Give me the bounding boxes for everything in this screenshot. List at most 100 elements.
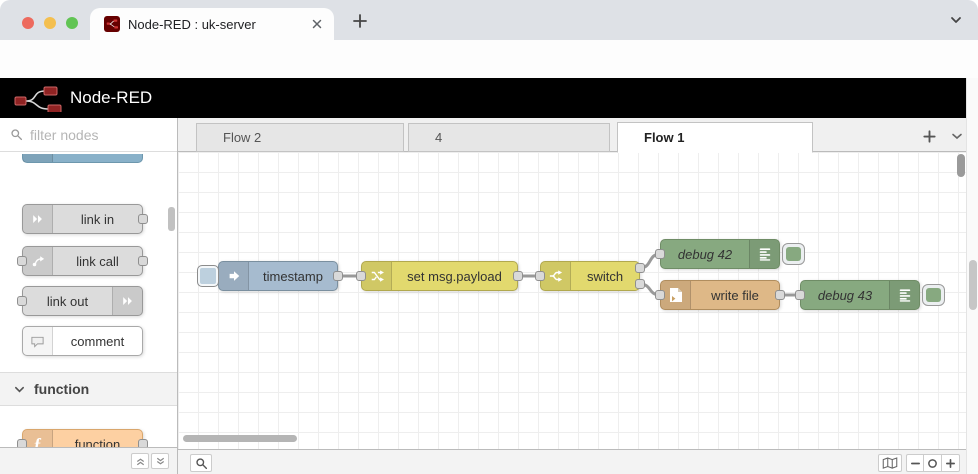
canvas-horizontal-scrollbar-thumb[interactable] — [183, 435, 297, 442]
switch-fork-icon — [541, 262, 571, 290]
canvas-vertical-scrollbar-thumb[interactable] — [957, 154, 965, 177]
tab-close-icon[interactable] — [310, 17, 324, 31]
node-label: debug 42 — [677, 246, 733, 262]
palette-link-call-output-port — [138, 256, 148, 266]
mac-zoom-button[interactable] — [66, 17, 78, 29]
palette-node-label: link in — [80, 211, 115, 227]
palette-link-call-input-port — [17, 256, 27, 266]
palette-link-in-output-port — [138, 214, 148, 224]
change-input-port[interactable] — [356, 271, 366, 281]
node-label: switch — [586, 268, 624, 284]
palette-node-list: link in link call link out — [0, 152, 177, 447]
page-scrollbar-thumb[interactable] — [969, 260, 977, 310]
node-debug-43[interactable]: debug 43 — [800, 280, 920, 310]
tab-4[interactable]: 4 — [408, 123, 610, 152]
palette-node-link-call[interactable]: link call — [22, 246, 143, 276]
flow-canvas[interactable]: timestamp set msg.payload switch debug 4… — [178, 152, 966, 449]
category-label: function — [34, 381, 90, 397]
debug-output-icon — [749, 240, 779, 268]
page-scrollbar[interactable] — [966, 78, 978, 474]
canvas-search-icon[interactable] — [190, 454, 212, 472]
navigator-map-icon[interactable] — [878, 454, 902, 472]
category-chevron-icon — [14, 384, 25, 395]
palette-search[interactable] — [0, 118, 177, 152]
flow-list-chevron-icon[interactable] — [946, 125, 968, 147]
search-icon — [10, 128, 23, 141]
link-out-icon — [112, 287, 142, 315]
debug-43-toggle-button[interactable] — [922, 284, 945, 306]
tab-flow-1[interactable]: Flow 1 — [617, 122, 813, 153]
change-shuffle-icon — [362, 262, 392, 290]
palette-footer — [0, 447, 177, 474]
switch-output-port-2[interactable] — [635, 279, 645, 289]
palette-node-link-in[interactable]: link in — [22, 204, 143, 234]
node-label: timestamp — [263, 268, 323, 284]
browser-tab-title: Node-RED : uk-server — [128, 16, 256, 32]
expand-all-icon[interactable] — [151, 453, 169, 469]
tab-label: Flow 2 — [223, 130, 262, 145]
palette-node-link-out[interactable]: link out — [22, 286, 143, 316]
comment-bubble-icon — [23, 327, 53, 355]
palette-node-label: link out — [46, 293, 89, 309]
palette-link-out-input-port — [17, 296, 27, 306]
palette-node-label: link call — [76, 253, 119, 269]
debug-output-icon — [889, 281, 919, 309]
tab-label: 4 — [435, 130, 443, 145]
inject-arrow-icon — [219, 262, 249, 290]
zoom-in-icon[interactable] — [942, 454, 960, 472]
collapse-all-icon[interactable] — [131, 453, 149, 469]
browser-tab[interactable]: Node-RED : uk-server — [90, 8, 334, 40]
file-icon — [661, 281, 691, 309]
palette-sidebar: link in link call link out — [0, 118, 178, 474]
add-flow-icon[interactable] — [918, 125, 940, 147]
node-debug-42[interactable]: debug 42 — [660, 239, 780, 269]
nodered-favicon — [104, 16, 120, 32]
node-switch[interactable]: switch — [540, 261, 640, 291]
palette-node-label: function — [74, 436, 121, 448]
node-label: set msg.payload — [407, 268, 502, 284]
mac-minimize-button[interactable] — [44, 17, 56, 29]
node-write-file[interactable]: write file — [660, 280, 780, 310]
change-output-port[interactable] — [513, 271, 523, 281]
tab-flow-2[interactable]: Flow 2 — [196, 123, 404, 152]
debug-43-input-port[interactable] — [795, 290, 805, 300]
new-tab-icon[interactable] — [348, 9, 372, 33]
link-in-icon — [23, 205, 53, 233]
switch-output-port-1[interactable] — [635, 263, 645, 273]
workspace-footer — [178, 449, 966, 474]
inject-output-port[interactable] — [333, 271, 343, 281]
palette-node-label: comment — [70, 333, 125, 349]
node-inject-timestamp[interactable]: timestamp — [218, 261, 338, 291]
nodered-logo-icon — [14, 84, 64, 117]
node-label: debug 43 — [817, 287, 873, 303]
tab-search-chevron-icon[interactable] — [944, 8, 968, 32]
tab-label: Flow 1 — [644, 130, 685, 145]
palette-node-comment[interactable]: comment — [22, 326, 143, 356]
zoom-out-icon[interactable] — [906, 454, 924, 472]
palette-node-partial-top[interactable] — [22, 154, 143, 163]
zoom-controls — [906, 454, 960, 472]
nodered-header: Node-RED Deploy — [0, 78, 966, 191]
write-file-input-port[interactable] — [655, 290, 665, 300]
app-title: Node-RED — [70, 88, 153, 107]
palette-scrollbar-thumb[interactable] — [168, 207, 175, 231]
mac-close-button[interactable] — [22, 17, 34, 29]
zoom-reset-icon[interactable] — [924, 454, 942, 472]
palette-search-input[interactable] — [30, 126, 160, 143]
debug-42-input-port[interactable] — [655, 249, 665, 259]
debug-42-toggle-button[interactable] — [782, 243, 805, 265]
workspace-tabbar: Flow 2 4 Flow 1 — [178, 118, 968, 153]
write-file-output-port[interactable] — [775, 290, 785, 300]
node-label: write file — [711, 287, 759, 303]
switch-input-port[interactable] — [535, 271, 545, 281]
browser-tabstrip: Node-RED : uk-server — [0, 0, 978, 40]
palette-node-function[interactable]: ƒ function — [22, 429, 143, 447]
function-icon: ƒ — [23, 430, 53, 447]
palette-function-output-port — [138, 439, 148, 447]
inject-trigger-button[interactable] — [197, 265, 219, 287]
palette-category-function[interactable]: function — [0, 372, 177, 406]
link-call-icon — [23, 247, 53, 275]
node-change-set-msg-payload[interactable]: set msg.payload — [361, 261, 518, 291]
browser-toolbar: Not Secure uk-server:2718/#flow/a5d542fc… — [0, 40, 978, 113]
